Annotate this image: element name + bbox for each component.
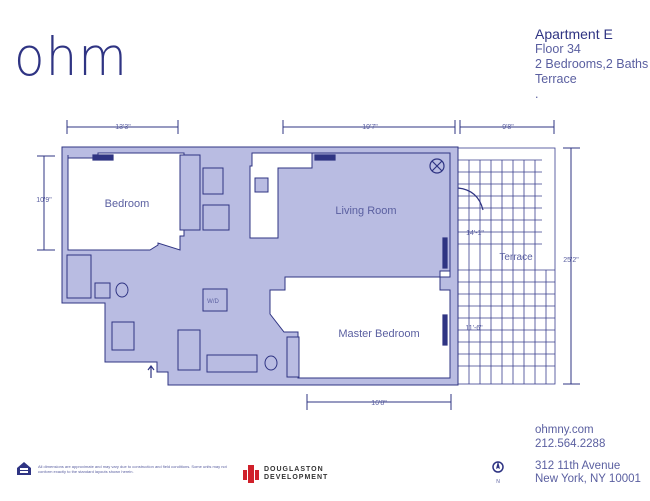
closet-entry bbox=[111, 321, 135, 351]
dim-terrace-width: 9'8" bbox=[502, 124, 514, 131]
dimension-lines bbox=[37, 120, 580, 410]
unit-info: Apartment E Floor 34 2 Bedrooms,2 Baths … bbox=[535, 27, 648, 102]
wd-label: W/D bbox=[207, 299, 219, 305]
equal-housing-icon bbox=[17, 462, 31, 475]
dim-terrace-depth: 25'2" bbox=[563, 257, 579, 264]
north-arrow-icon bbox=[492, 461, 504, 473]
developer-name-line2: DEVELOPMENT bbox=[264, 474, 329, 481]
unit-title: Apartment E bbox=[535, 26, 613, 42]
vanity bbox=[206, 354, 258, 373]
shower bbox=[177, 329, 201, 371]
dim-bedroom-depth: 10'9" bbox=[36, 197, 52, 204]
address-line2: New York, NY 10001 bbox=[535, 473, 641, 485]
address-line1: 312 11th Avenue bbox=[535, 460, 621, 472]
north-arrow: N bbox=[492, 460, 504, 485]
dim-master-width: 16'8" bbox=[371, 400, 387, 407]
terrace-door-swing bbox=[457, 187, 484, 211]
ceiling-fixture-icon bbox=[429, 158, 445, 174]
unit-floor: Floor 34 bbox=[535, 42, 581, 56]
dim-master-depth: 11'-6" bbox=[465, 325, 483, 332]
address: 312 11th Avenue New York, NY 10001 bbox=[535, 460, 641, 486]
fridge bbox=[202, 204, 230, 231]
north-label: N bbox=[496, 479, 500, 485]
master-toilet bbox=[264, 355, 278, 371]
unit-extra: . bbox=[535, 87, 539, 101]
kitchen-sink bbox=[254, 177, 269, 193]
developer-name-line1: DOUGLASTON bbox=[264, 466, 324, 473]
room-label-living: Living Room bbox=[335, 205, 396, 217]
room-label-bedroom: Bedroom bbox=[105, 198, 150, 210]
dim-living-width: 19'7" bbox=[362, 124, 378, 131]
closet-bedroom bbox=[179, 154, 201, 231]
dim-bedroom-width: 13'3" bbox=[115, 124, 131, 131]
unit-rooms: 2 Bedrooms,2 Baths bbox=[535, 57, 649, 71]
ohm-logo: ohm bbox=[14, 26, 128, 88]
washer-dryer bbox=[202, 288, 228, 312]
developer-logo: DOUGLASTON DEVELOPMENT bbox=[243, 465, 328, 483]
room-label-terrace: Terrace bbox=[499, 252, 533, 263]
contact-info: ohmny.com 212.564.2288 bbox=[535, 423, 605, 451]
dim-living-depth: 14'-1" bbox=[466, 230, 484, 237]
bathtub bbox=[66, 254, 92, 299]
website-link[interactable]: ohmny.com bbox=[535, 424, 594, 436]
bath-sink bbox=[94, 282, 111, 299]
stove bbox=[202, 167, 224, 195]
closet-master bbox=[286, 336, 300, 378]
douglaston-logo-icon bbox=[243, 465, 259, 483]
room-label-master: Master Bedroom bbox=[338, 328, 419, 340]
disclaimer: All dimensions are approximate and may v… bbox=[38, 464, 227, 474]
unit-outdoor: Terrace bbox=[535, 72, 577, 86]
toilet bbox=[115, 282, 129, 298]
terrace-grid bbox=[457, 147, 556, 385]
walls bbox=[61, 146, 459, 386]
phone-number: 212.564.2288 bbox=[535, 438, 606, 450]
outer-wall bbox=[61, 146, 459, 386]
